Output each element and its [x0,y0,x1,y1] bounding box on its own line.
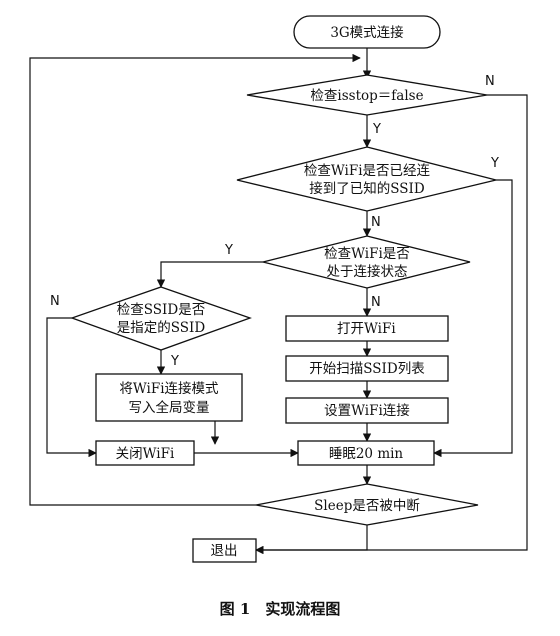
decision-interrupted: Sleep是否被中断 [255,483,479,526]
decision-isstop-label: 检查isstop＝false [310,88,423,104]
edge-label-ssid-yes: Y [490,156,499,171]
edge-specified-no [46,317,97,458]
decision-known-ssid-label-2: 接到了已知的SSID [309,180,425,197]
decision-isstop: 检查isstop＝false [246,74,488,116]
edge-label-ssid-no: N [371,215,381,230]
process-sleep-label: 睡眠20 min [329,446,404,462]
process-write-mode: 将WiFi连接模式 写入全局变量 [95,373,243,422]
edge-label-specified-yes: Y [170,354,179,369]
process-close-wifi-box [95,440,195,466]
decision-interrupted-shape [255,483,479,526]
process-sleep-box [297,440,435,466]
process-set-wifi-box [285,397,449,424]
process-exit-box [192,538,257,563]
decision-specified-ssid: 检查SSID是否 是指定的SSID [70,286,252,351]
connectors [29,48,528,555]
process-scan-ssid-box [285,355,449,382]
edge-label-conn-yes: Y [224,243,233,258]
decision-connected-label-2: 处于连接状态 [327,263,408,280]
process-open-wifi-box [285,315,449,342]
process-open-wifi: 打开WiFi [285,315,449,342]
decision-connected-label-1: 检查WiFi是否 [324,246,410,262]
figure-caption: 图 1 实现流程图 [220,600,341,618]
edge-interrupted-loop [29,53,361,506]
decision-known-ssid: 检查WiFi是否已经连 接到了已知的SSID [236,146,497,212]
edge-label-isstop-yes: Y [372,122,381,137]
decision-specified-ssid-label-2: 是指定的SSID [117,320,206,336]
edge-ssid-yes [433,179,513,458]
process-set-wifi-label: 设置WiFi连接 [324,402,410,419]
edge-label-specified-no: N [50,294,60,309]
decision-connected-shape [262,235,471,289]
process-scan-ssid-label: 开始扫描SSID列表 [309,361,425,377]
process-scan-ssid: 开始扫描SSID列表 [285,355,449,382]
process-exit-label: 退出 [211,543,238,559]
process-exit: 退出 [192,538,257,563]
edge-label-conn-no: N [371,295,381,310]
decision-known-ssid-label-1: 检查WiFi是否已经连 [304,163,431,179]
process-close-wifi: 关闭WiFi [95,440,195,466]
edge-isstop-no [255,94,528,555]
edge-label-isstop-no: N [485,74,495,89]
decision-specified-ssid-shape [70,286,252,351]
process-open-wifi-label: 打开WiFi [337,320,396,337]
process-write-mode-box [95,373,243,422]
start-node: 3G模式连接 [293,15,441,49]
start-label: 3G模式连接 [330,24,403,41]
process-close-wifi-label: 关闭WiFi [116,446,175,462]
process-write-mode-label-2: 写入全局变量 [129,399,210,416]
decision-connected: 检查WiFi是否 处于连接状态 [262,235,471,289]
edge-conn-yes [156,261,263,288]
process-write-mode-label-1: 将WiFi连接模式 [119,380,219,397]
start-terminator [293,15,441,49]
edge-interrupted-to-exit [255,525,368,555]
edge-labels: N Y Y N Y N N Y [50,74,499,369]
decision-specified-ssid-label-1: 检查SSID是否 [117,302,205,318]
decision-interrupted-label: Sleep是否被中断 [314,498,420,514]
process-sleep: 睡眠20 min [297,440,435,466]
decision-isstop-shape [246,74,488,116]
process-set-wifi: 设置WiFi连接 [285,397,449,424]
decision-known-ssid-shape [236,146,497,212]
